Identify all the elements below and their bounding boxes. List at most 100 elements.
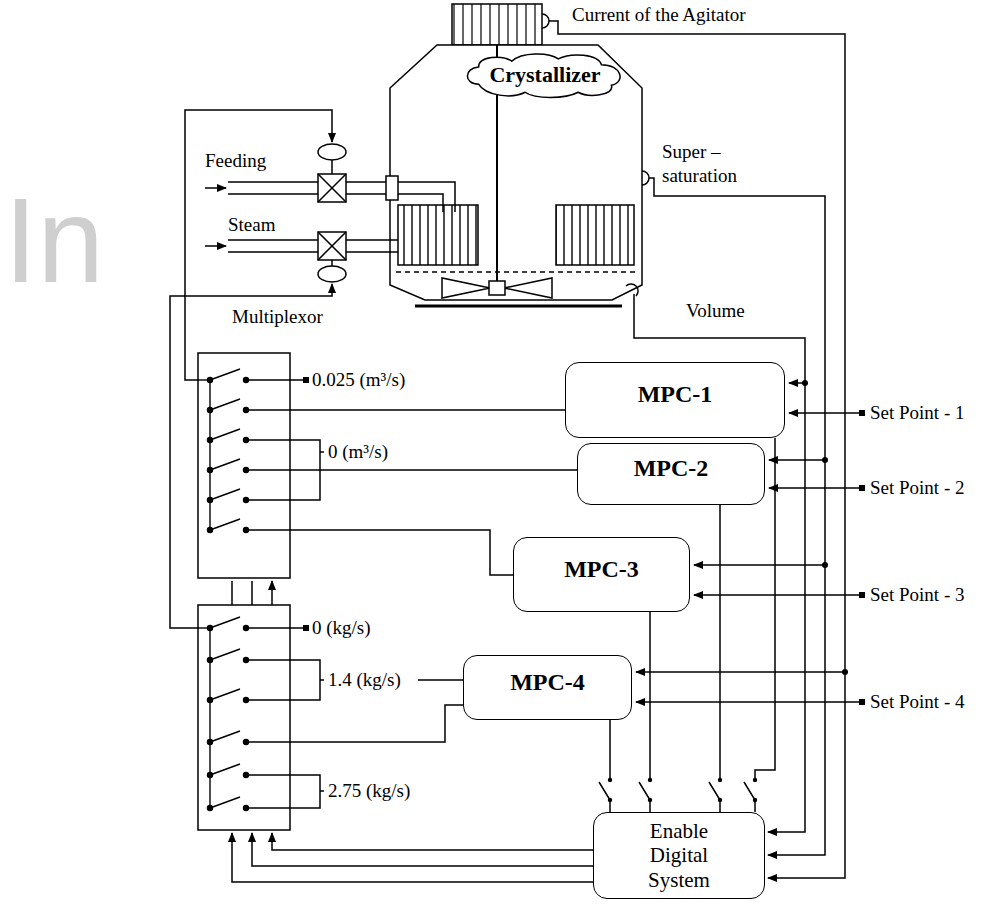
multiplexor-top (198, 353, 290, 578)
select-wire (252, 833, 593, 866)
signal-name: Volume (686, 300, 745, 322)
switch-blade (210, 764, 240, 775)
valve-stem (331, 260, 333, 266)
stream-name: Feeding (205, 150, 266, 172)
switch-lead (246, 741, 290, 742)
constant-bracket (290, 775, 324, 808)
impeller-blade (504, 278, 552, 298)
setpoint-wire (769, 487, 862, 489)
heating-coil (556, 205, 634, 265)
switch-lead (246, 439, 290, 440)
select-wire (232, 833, 593, 882)
setpoint-name: Set Point - 1 (870, 402, 964, 424)
constant-value: 2.75 (kg/s) (328, 780, 410, 802)
supersaturation-sensor (642, 171, 649, 185)
switch-lead (246, 409, 290, 410)
switch-lead (246, 529, 290, 530)
switch-lead (246, 699, 290, 700)
signal-name: Super – saturation (662, 140, 770, 188)
switch-blade (210, 519, 240, 530)
enable-connector (639, 612, 650, 812)
switch-blade (210, 617, 240, 628)
switch-blade (210, 369, 240, 380)
switch-blade (210, 489, 240, 500)
switch-lead (246, 499, 290, 500)
steam-arrow (205, 245, 226, 247)
valve-stem (331, 160, 333, 174)
junction-dot (802, 380, 808, 386)
current-signal-wire (549, 21, 845, 878)
feed-valve (318, 174, 346, 202)
switch-lead (246, 469, 290, 470)
node-text: Crystallizer (489, 62, 600, 87)
node-text: MPC-4 (510, 669, 585, 697)
enable-connector (599, 720, 610, 812)
switch-lead (246, 774, 290, 775)
agitator-motor (452, 4, 542, 45)
terminal-dot (859, 699, 865, 705)
enable-system-box: Enable Digital System (593, 812, 765, 899)
impeller-hub (489, 281, 505, 295)
switch-blade (210, 649, 240, 660)
constant-wire (290, 380, 305, 628)
feed-arrow (205, 187, 226, 189)
vessel-base (415, 305, 622, 308)
setpoint-name: Set Point - 3 (870, 584, 964, 606)
switch-blade (210, 429, 240, 440)
supersaturation-wire (649, 178, 825, 855)
valve-actuator (318, 266, 346, 282)
terminal-dot (303, 377, 309, 383)
watermark: In (4, 175, 104, 305)
steam-control-wire (170, 284, 332, 628)
setpoint-wire (636, 701, 862, 703)
select-arrows (232, 581, 272, 605)
mpc-box: MPC-1 (565, 362, 785, 438)
signal-branch (636, 671, 845, 673)
terminal-dot (303, 625, 309, 631)
signal-branch (769, 459, 825, 461)
constant-bracket (290, 440, 324, 500)
switch-blade (210, 399, 240, 410)
signal-branch (694, 564, 825, 566)
feed-valve-cross (318, 174, 346, 202)
switch-blade (210, 459, 240, 470)
terminal-dot (859, 592, 865, 598)
multiplexor-bottom (198, 605, 290, 830)
stream-name: Steam (228, 214, 276, 236)
setpoint-wire (789, 412, 862, 414)
switch-blade (210, 689, 240, 700)
constant-value: 0 (kg/s) (312, 617, 371, 639)
impeller-blade (442, 278, 490, 298)
switch-bus (209, 380, 210, 530)
screen-line (396, 271, 636, 273)
switch-bus (209, 628, 210, 808)
node-text: MPC-3 (564, 556, 639, 584)
part-name: Multiplexor (232, 306, 323, 328)
valve-actuator (318, 144, 346, 160)
constant-bracket (290, 660, 463, 700)
constant-value: 0.025 (m³/s) (312, 369, 405, 391)
current-sensor (542, 14, 549, 28)
terminal-dot (859, 410, 865, 416)
steam-valve (318, 232, 346, 260)
setpoint-name: Set Point - 2 (870, 477, 964, 499)
junction-dot (842, 669, 848, 675)
pipe-flange (386, 176, 398, 200)
switch-lead (246, 659, 290, 660)
switch-blade (210, 797, 240, 808)
junction-dot (822, 457, 828, 463)
select-wire (272, 833, 593, 850)
switch-lead (246, 627, 290, 628)
constant-value: 0 (m³/s) (328, 441, 388, 463)
setpoint-wire (694, 594, 862, 596)
feed-control-wire (185, 110, 332, 380)
volume-sensor (626, 284, 638, 296)
crystallizer-cloud: Crystallizer (462, 52, 628, 98)
junction-dot (822, 562, 828, 568)
enable-connector (709, 505, 720, 812)
steam-valve-cross (318, 232, 346, 260)
mpc-box: MPC-4 (463, 655, 632, 720)
